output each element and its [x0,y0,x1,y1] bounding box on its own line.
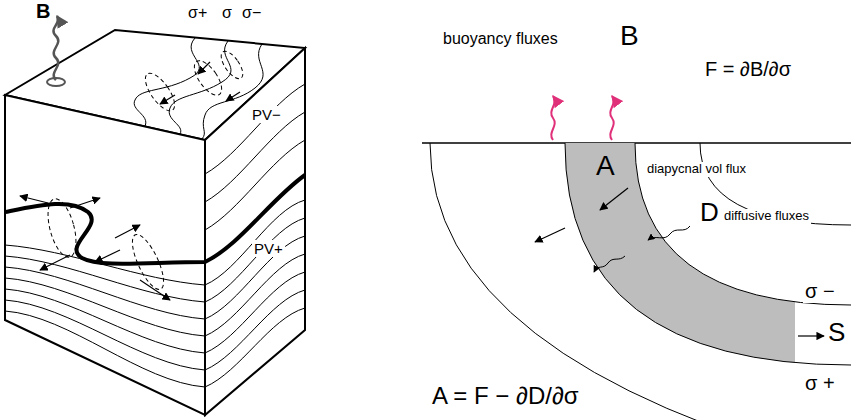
volume-flux-arrow [600,188,628,210]
schematic [422,96,851,420]
equation: A = F − ∂D/∂σ [432,382,579,410]
isopycnal-outcrop [134,38,199,126]
density-label: σ + [803,372,837,395]
flux-symbol: B [620,20,639,52]
density-label: σ+ [188,4,207,22]
flux-symbol: B [36,0,50,23]
isopycnal [5,308,305,387]
density-label: σ− [242,4,261,22]
isopycnal [565,143,851,365]
flux-label: diapycnal vol flux [645,162,748,177]
equation: F = ∂B/∂σ [705,58,791,81]
flux-label: buoyancy fluxes [443,30,558,48]
density-layer [565,143,795,365]
isopycnal [635,143,851,305]
eddy-loop [189,56,227,99]
block-diagram [5,16,305,415]
flow-arrow [198,62,210,74]
buoyancy-flux-arrow [551,96,554,140]
diffusive-arrow [648,226,690,240]
isopycnal [700,143,851,225]
flow-arrow [226,92,240,101]
isopycnal-outcrop [202,44,263,139]
pv-label: PV− [250,106,283,123]
pv-label: PV+ [252,240,285,257]
thick-isopycnal [5,175,305,264]
density-label: σ − [803,280,837,303]
flow-arrow [70,198,100,208]
sea-surface [422,142,851,144]
isopycnal [5,290,305,370]
coordinate-label: S [828,318,845,348]
isopycnal [5,218,305,302]
front-face [5,95,205,415]
flux-label: diffusive fluxes [722,209,811,224]
isopycnal [5,236,305,319]
volume-flux-arrow [535,228,565,242]
eddy-loop [140,69,180,115]
isopycnals [5,84,305,387]
flow-arrow [140,280,170,300]
buoyancy-arrow [53,16,58,80]
flow-arrow [40,255,70,270]
flux-symbol: D [700,198,719,228]
flow-arrow [95,250,120,262]
along-layer-arrow [798,335,824,336]
isopycnal [430,143,851,420]
flow-arrow [115,225,140,238]
flow-arrow [20,196,48,203]
isopycnal [5,200,305,285]
eddy-loop [126,231,169,294]
isopycnal [205,84,305,174]
density-label: σ [222,4,232,22]
eddy-loop [217,48,247,82]
flux-symbol: A [596,150,615,182]
buoyancy-flux-arrow [610,96,613,140]
diffusive-arrow [594,256,625,272]
